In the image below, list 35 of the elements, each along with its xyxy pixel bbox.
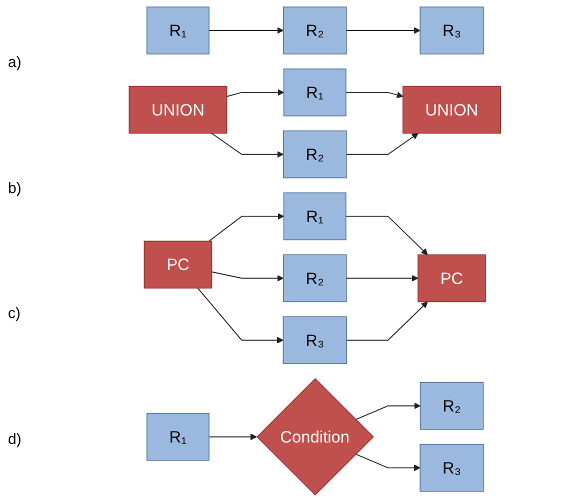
node-diamond: Condition [256, 378, 374, 496]
node-box: R₂ [283, 254, 347, 302]
node-box: R₃ [282, 316, 348, 364]
panel-letter: d) [8, 430, 22, 448]
node-box: R₂ [420, 382, 484, 430]
node-box: R₁ [284, 68, 346, 116]
node-box: R₁ [284, 192, 346, 240]
arrow [355, 454, 421, 472]
node-box: UNION [402, 86, 502, 134]
arrow [346, 27, 421, 34]
arrow [346, 301, 428, 341]
node-box: UNION [128, 86, 228, 134]
arrow [208, 213, 284, 242]
panel-letter: c) [8, 305, 22, 322]
node-box: PC [144, 240, 212, 289]
arrow [346, 274, 418, 282]
node-box: R₂ [283, 130, 347, 178]
arrow [208, 434, 258, 440]
arrow [346, 92, 404, 98]
arrow [211, 271, 284, 282]
arrow [208, 27, 284, 34]
arrow [346, 216, 428, 256]
arrow [197, 288, 284, 344]
node-box: PC [418, 254, 486, 302]
arrow [226, 89, 284, 97]
node-box: R₂ [283, 6, 347, 54]
node-box: R₃ [420, 6, 484, 54]
node-box: R₃ [420, 444, 484, 492]
node-box: R₁ [146, 6, 210, 54]
panel-letter: b) [8, 180, 22, 197]
node-box: R₁ [146, 412, 210, 461]
arrow [211, 132, 284, 158]
panel-letter: a) [8, 54, 22, 72]
arrow [346, 132, 419, 155]
arrow [355, 402, 421, 420]
